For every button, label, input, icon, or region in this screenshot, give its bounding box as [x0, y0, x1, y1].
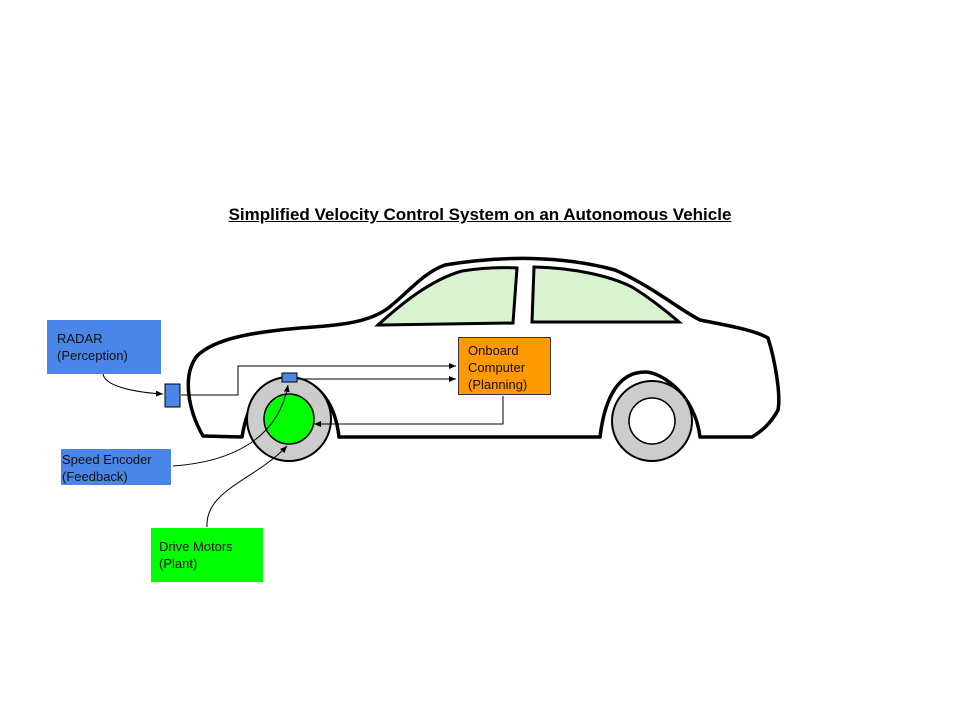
motors-label-to-hub-arrow: [206, 445, 288, 528]
radar-to-computer-arrow: [181, 363, 456, 396]
onboard-computer-box: Onboard Computer (Planning): [458, 337, 551, 395]
front-window: [530, 265, 684, 324]
encoder-label-line2: (Feedback): [62, 469, 128, 484]
radar-sensor: [164, 383, 181, 408]
drive-motor-hub: [263, 393, 315, 445]
car-body-outline: [186, 256, 781, 439]
rear-window: [374, 266, 519, 327]
computer-label-line1: Onboard: [468, 343, 519, 358]
computer-label-line2: Computer: [468, 360, 526, 375]
computer-label-line3: (Planning): [468, 377, 528, 392]
speed-encoder-sensor: [281, 372, 298, 383]
encoder-label-to-sensor-arrow: [172, 384, 290, 467]
encoder-label-line1: Speed Encoder: [62, 452, 152, 467]
drive-motors-label-box: Drive Motors (Plant): [151, 528, 263, 582]
radar-to-sensor-arrow: [102, 372, 164, 397]
diagram-title: Simplified Velocity Control System on an…: [228, 205, 732, 224]
motors-label-line2: (Plant): [159, 556, 198, 571]
speed-encoder-label-box: Speed Encoder (Feedback): [61, 449, 171, 485]
radar-label-box: RADAR (Perception): [47, 320, 161, 374]
radar-label-line2: (Perception): [57, 348, 128, 363]
computer-to-motor-arrow: [314, 396, 504, 427]
front-hub: [628, 397, 676, 445]
motors-label-line1: Drive Motors: [159, 539, 233, 554]
radar-label-line1: RADAR: [57, 331, 103, 346]
